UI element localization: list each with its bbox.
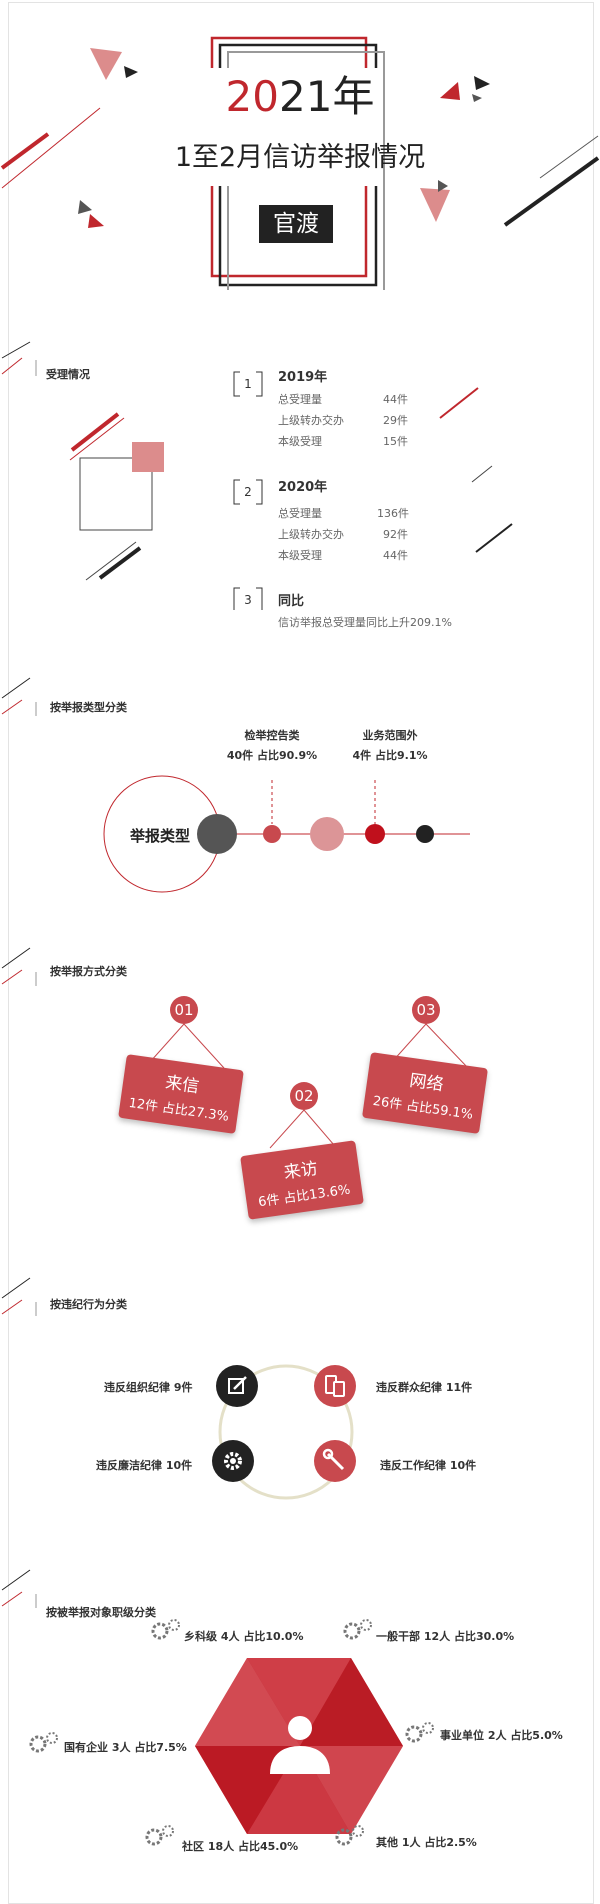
gear-icon (29, 1732, 58, 1753)
accept-block-3-number: 3 (244, 593, 252, 607)
level-community-label: 社区 18人 占比45.0% (182, 1840, 299, 1853)
method-2-number: 02 (290, 1082, 318, 1110)
accept-2019-transfer-label: 上级转办交办 (278, 414, 344, 427)
devices-icon (314, 1365, 356, 1407)
gear-icon (145, 1825, 174, 1846)
wrench-icon (314, 1440, 356, 1482)
violation-decoration (1, 1277, 354, 1500)
level-other-label: 其他 1人 占比2.5% (376, 1836, 477, 1849)
header-year: 2021年 (200, 72, 400, 122)
gear-icon (151, 1619, 180, 1640)
method-3-number: 03 (412, 996, 440, 1024)
type-item-1-name: 检举控告类 (244, 729, 300, 742)
accept-block-1-number: 1 (244, 377, 252, 391)
header-subtitle: 1至2月信访举报情况 (174, 142, 426, 173)
gear-icon (405, 1722, 434, 1743)
accept-2020-transfer-label: 上级转办交办 (278, 528, 344, 541)
type-item-1-detail: 40件 占比90.9% (226, 749, 318, 762)
year-highlight: 20 (225, 72, 279, 121)
header-region-badge: 官渡 (259, 205, 333, 243)
accept-section-title: 受理情况 (46, 368, 90, 381)
accept-2019-total-value: 44件 (383, 393, 408, 406)
type-section-title: 按举报类型分类 (50, 701, 127, 714)
accept-2019-local-label: 本级受理 (278, 435, 322, 448)
level-institution-label: 事业单位 2人 占比5.0% (440, 1729, 563, 1742)
accept-2019-total-label: 总受理量 (278, 393, 322, 406)
accept-2020-local-label: 本级受理 (278, 549, 322, 562)
accept-2020-total-label: 总受理量 (278, 507, 322, 520)
violation-work-label: 违反工作纪律 10件 (380, 1459, 477, 1472)
year-rest: 21年 (279, 72, 375, 121)
accept-block-2-heading: 2020年 (278, 480, 328, 495)
accept-2019-local-value: 15件 (383, 435, 408, 448)
level-general-cadre-label: 一般干部 12人 占比30.0% (376, 1630, 515, 1643)
level-soe-label: 国有企业 3人 占比7.5% (64, 1741, 187, 1754)
accept-block-1-heading: 2019年 (278, 370, 328, 385)
violation-section-title: 按违纪行为分类 (50, 1298, 127, 1311)
level-section-title: 按被举报对象职级分类 (46, 1606, 156, 1619)
gear-icon (343, 1619, 372, 1640)
accept-decoration (1, 341, 513, 610)
accept-block-3-heading: 同比 (278, 594, 305, 609)
type-center-label: 举报类型 (130, 827, 191, 845)
level-township-label: 乡科级 4人 占比10.0% (184, 1630, 304, 1643)
accept-block-2-number: 2 (244, 485, 252, 499)
gear-icon (335, 1825, 364, 1846)
accept-2020-transfer-value: 92件 (383, 528, 408, 541)
header-decoration (0, 36, 600, 290)
level-decoration (1, 1569, 403, 1834)
edit-icon (216, 1365, 258, 1407)
accept-yoy-note: 信访举报总受理量同比上升209.1% (278, 616, 452, 629)
type-diagram (1, 677, 470, 893)
violation-org-label: 违反组织纪律 9件 (104, 1381, 193, 1394)
gear-icon (212, 1440, 254, 1482)
accept-2020-total-value: 136件 (377, 507, 409, 520)
violation-mass-label: 违反群众纪律 11件 (376, 1381, 473, 1394)
type-item-2-detail: 4件 占比9.1% (352, 749, 428, 762)
accept-2019-transfer-value: 29件 (383, 414, 408, 427)
accept-2020-local-value: 44件 (383, 549, 408, 562)
violation-integrity-label: 违反廉洁纪律 10件 (96, 1459, 193, 1472)
method-1-number: 01 (170, 996, 198, 1024)
type-item-2-name: 业务范围外 (362, 729, 418, 742)
method-section-title: 按举报方式分类 (50, 965, 127, 978)
